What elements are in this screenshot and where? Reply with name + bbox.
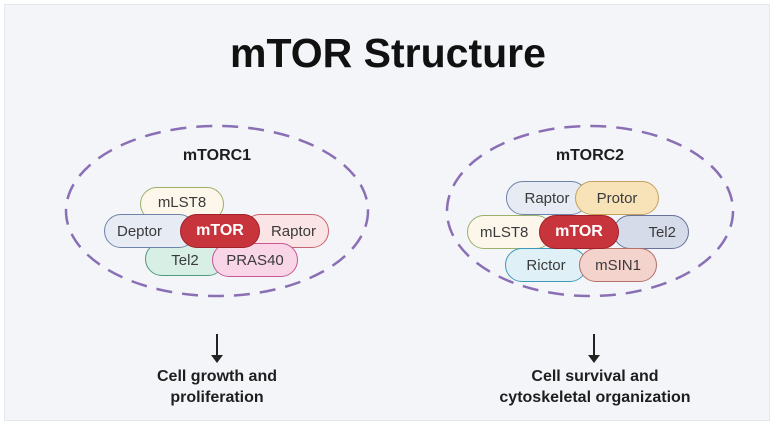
mtorc2-outcome: Cell survival and cytoskeletal organizat… (445, 366, 745, 408)
mtorc2-label: mTORC2 (555, 147, 625, 164)
mtorc2-outcome-line2: cytoskeletal organization (499, 389, 691, 406)
mtorc2-rictor: Rictor (505, 248, 587, 282)
mtorc1-boundary (64, 124, 370, 298)
mtorc2-outcome-line1: Cell survival and (531, 368, 659, 385)
mtorc2-arrow (588, 334, 600, 363)
mtorc1-mtor: mTOR (180, 214, 260, 248)
mtorc1-outcome-line2: proliferation (170, 389, 264, 406)
mtorc2-protor: Protor (575, 181, 659, 215)
mtorc2-raptor: Raptor (506, 181, 588, 215)
mtorc2-msin1: mSIN1 (579, 248, 657, 282)
mtorc1-outcome: Cell growth and proliferation (67, 366, 367, 408)
mtorc2-tel2: Tel2 (613, 215, 689, 249)
page-title: mTOR Structure (230, 30, 546, 76)
mtorc2-mlst8: mLST8 (467, 215, 553, 249)
mtorc1-arrow (211, 334, 223, 363)
mtorc1-pras40: PRAS40 (212, 243, 298, 277)
mtorc2-boundary (445, 124, 735, 298)
mtorc1-label: mTORC1 (182, 147, 252, 164)
mtorc2-mtor: mTOR (539, 215, 619, 249)
mtorc1-outcome-line1: Cell growth and (157, 368, 277, 385)
